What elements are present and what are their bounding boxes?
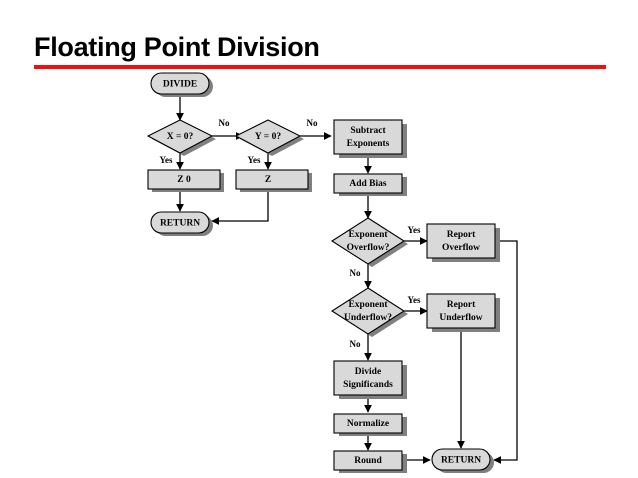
normalize-body [333, 413, 403, 434]
report-underflow-body [426, 293, 496, 329]
z-zero-body [147, 169, 221, 190]
add-bias-label: Add Bias [349, 179, 387, 189]
return-top-label: RETURN [160, 219, 200, 229]
z-inf-body [235, 169, 309, 190]
y-zero-body [234, 119, 302, 154]
divide-body [150, 72, 210, 95]
page-title: Floating Point Division [34, 32, 320, 62]
x-zero-body [146, 119, 214, 154]
edge-label-overflow-no: No [350, 268, 361, 278]
report-overflow-label-line1: Report [447, 230, 476, 240]
divide-significands-label-line2: Significands [343, 380, 393, 390]
node-divide-significands[interactable]: Divide Significands [333, 360, 407, 399]
return-top-body [150, 211, 210, 234]
node-divide[interactable]: DIVIDE [150, 72, 213, 97]
node-y-zero[interactable]: Y = 0? [234, 119, 304, 156]
node-z-zero[interactable]: Z 0 [147, 169, 224, 192]
divide-significands-label-line1: Divide [355, 367, 381, 377]
z-inf-label: Z [265, 175, 271, 185]
report-overflow-label-line2: Overflow [442, 243, 480, 253]
node-report-overflow[interactable]: Report Overflow [426, 223, 500, 262]
subtract-exponents-label-line1: Subtract [350, 126, 386, 136]
node-subtract-exponents[interactable]: Subtract Exponents [333, 119, 407, 158]
round-label: Round [354, 456, 382, 466]
exponent-overflow-body [330, 217, 406, 265]
divide-label: DIVIDE [163, 80, 197, 90]
exponent-underflow-label-line2: Underflow? [344, 313, 392, 323]
exponent-overflow-label-line2: Overflow? [347, 243, 390, 253]
title-underline-rule [34, 65, 606, 69]
node-return-bottom[interactable]: RETURN [431, 448, 494, 473]
node-round[interactable]: Round [333, 450, 407, 473]
node-normalize[interactable]: Normalize [333, 413, 407, 436]
edge-report-overflow-to-return-bottom [493, 240, 518, 464]
report-overflow-body [426, 223, 496, 259]
edge-label-x-zero-no: No [219, 118, 230, 128]
edge-label-y-zero-yes: Yes [248, 155, 261, 165]
edge-label-y-zero-no: No [307, 118, 318, 128]
divide-significands-body [333, 360, 403, 396]
z-zero-label: Z 0 [177, 175, 191, 185]
return-bottom-body [431, 448, 491, 471]
node-x-zero[interactable]: X = 0? [146, 119, 216, 156]
edge-label-underflow-yes: Yes [408, 295, 421, 305]
x-zero-label: X = 0? [167, 132, 194, 142]
subtract-exponents-label-line2: Exponents [347, 139, 390, 149]
exponent-overflow-label-line1: Exponent [348, 230, 388, 240]
y-zero-label: Y = 0? [255, 132, 281, 142]
edge-label-layer: No Yes No Yes Yes No Yes No [160, 118, 421, 349]
exponent-underflow-body [330, 287, 406, 335]
subtract-exponents-body [333, 119, 403, 155]
exponent-underflow-label-line1: Exponent [348, 300, 388, 310]
report-underflow-label-line2: Underflow [439, 313, 482, 323]
add-bias-body [333, 173, 403, 194]
edge-label-x-zero-yes: Yes [160, 155, 173, 165]
normalize-label: Normalize [347, 419, 389, 429]
node-report-underflow[interactable]: Report Underflow [426, 293, 500, 332]
edge-label-underflow-no: No [350, 339, 361, 349]
node-return-top[interactable]: RETURN [150, 211, 213, 236]
return-bottom-label: RETURN [441, 456, 481, 466]
node-exponent-overflow[interactable]: Exponent Overflow? [330, 217, 408, 267]
report-underflow-label-line1: Report [447, 300, 476, 310]
node-add-bias[interactable]: Add Bias [333, 173, 407, 196]
node-z-inf[interactable]: Z [235, 169, 312, 192]
node-exponent-underflow[interactable]: Exponent Underflow? [330, 287, 408, 337]
round-body [333, 450, 403, 471]
edge-z-inf-to-return-top [211, 190, 269, 225]
edge-label-overflow-yes: Yes [408, 225, 421, 235]
